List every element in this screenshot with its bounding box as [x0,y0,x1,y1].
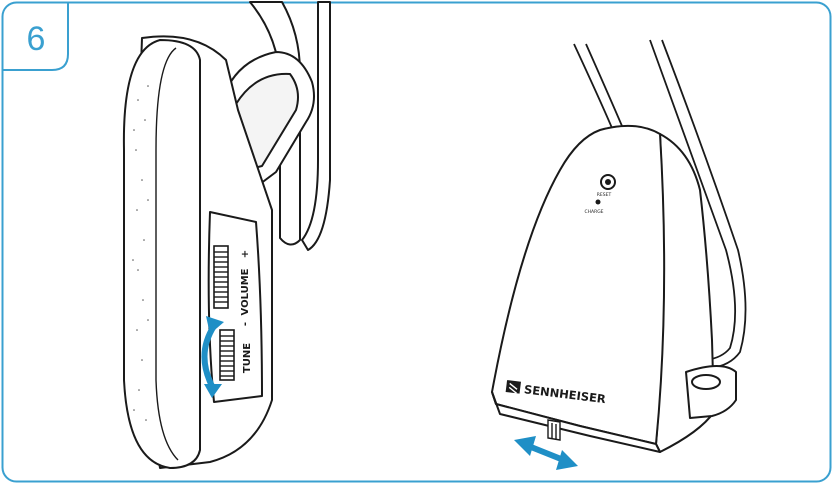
volume-plus-label: + [240,250,251,258]
hanging-headband-2 [586,44,622,126]
volume-wheel [214,246,228,308]
volume-minus-label: - [240,322,251,326]
switch-slide-arrow [514,436,578,470]
tune-wheel [220,330,234,380]
headphone [124,2,330,468]
transmitter-rear-shelf [686,366,736,418]
charge-led [596,200,601,205]
reset-label: RESET [597,192,612,198]
tune-label: TUNE [242,343,253,373]
volume-label: VOLUME [240,268,251,315]
charging-slot [692,375,720,389]
step-number: 6 [27,20,46,58]
headband-rear [302,2,330,250]
charge-label: CHARGE [584,209,603,215]
hanging-headband [574,44,612,128]
channel-switch [548,420,560,440]
ear-cushion [124,40,200,468]
